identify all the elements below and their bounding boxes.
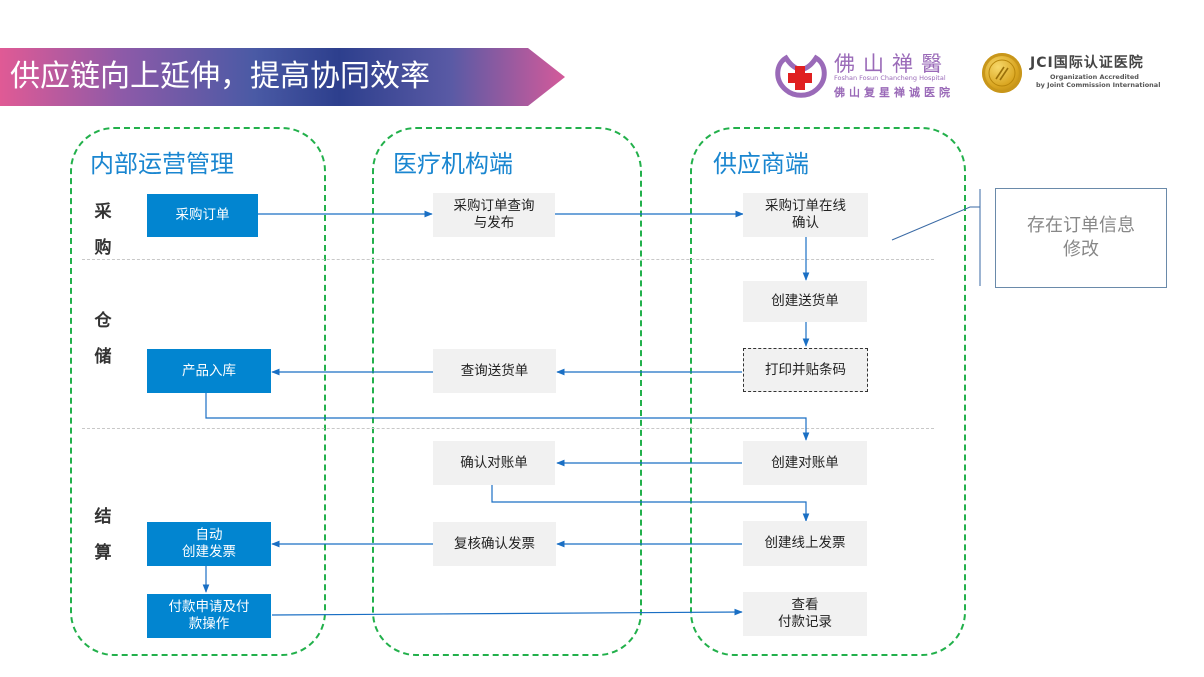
row-label-settlement-2: 算 xyxy=(94,543,112,563)
node-auto-create-invoice[interactable]: 自动 创建发票 xyxy=(147,522,271,566)
hospital-name-stylized: 佛山禅醫 xyxy=(834,52,950,76)
lane-title-internal: 内部运营管理 xyxy=(90,150,234,178)
node-query-delivery-note[interactable]: 查询送货单 xyxy=(433,349,556,393)
node-product-inbound[interactable]: 产品入库 xyxy=(147,349,271,393)
row-label-purchase-1: 采 xyxy=(94,202,112,222)
row-label-warehouse-2: 储 xyxy=(94,347,112,367)
node-purchase-order[interactable]: 采购订单 xyxy=(147,194,258,237)
node-payment-request[interactable]: 付款申请及付 款操作 xyxy=(147,594,271,638)
jci-seal-icon xyxy=(982,53,1022,93)
jci-subtitle-1: Organization Accredited xyxy=(1050,73,1139,81)
note-order-modification: 存在订单信息 修改 xyxy=(995,188,1167,288)
node-create-statement[interactable]: 创建对账单 xyxy=(743,441,867,485)
lane-title-supplier: 供应商端 xyxy=(713,150,809,178)
node-print-label-barcode[interactable]: 打印并贴条码 xyxy=(743,348,868,392)
row-separator xyxy=(82,428,934,429)
lane-medical-institution xyxy=(372,127,642,656)
node-po-online-confirm[interactable]: 采购订单在线 确认 xyxy=(743,193,868,237)
row-separator xyxy=(82,259,934,260)
node-review-confirm-invoice[interactable]: 复核确认发票 xyxy=(433,522,556,566)
lane-internal-operations xyxy=(70,127,326,656)
jci-title: JCI国际认证医院 xyxy=(1030,55,1144,71)
row-label-warehouse-1: 仓 xyxy=(94,311,112,331)
node-create-online-invoice[interactable]: 创建线上发票 xyxy=(743,521,867,566)
page-title: 供应链向上延伸，提高协同效率 xyxy=(10,59,430,94)
node-create-delivery-note[interactable]: 创建送货单 xyxy=(743,281,867,322)
jci-subtitle-2: by Joint Commission International xyxy=(1036,81,1161,89)
lane-supplier xyxy=(690,127,966,656)
node-confirm-statement[interactable]: 确认对账单 xyxy=(433,441,555,485)
lane-title-hospital: 医疗机构端 xyxy=(393,150,513,178)
hospital-logo-icon xyxy=(775,54,827,98)
hospital-name-english: Foshan Fosun Chancheng Hospital xyxy=(834,74,946,82)
node-view-payment-record[interactable]: 查看 付款记录 xyxy=(743,592,867,636)
row-label-settlement-1: 结 xyxy=(94,507,112,527)
title-banner xyxy=(0,48,565,106)
node-po-query-publish[interactable]: 采购订单查询 与发布 xyxy=(433,193,555,237)
hospital-name-chinese: 佛山复星禅诚医院 xyxy=(834,86,954,99)
row-label-purchase-2: 购 xyxy=(94,238,112,258)
